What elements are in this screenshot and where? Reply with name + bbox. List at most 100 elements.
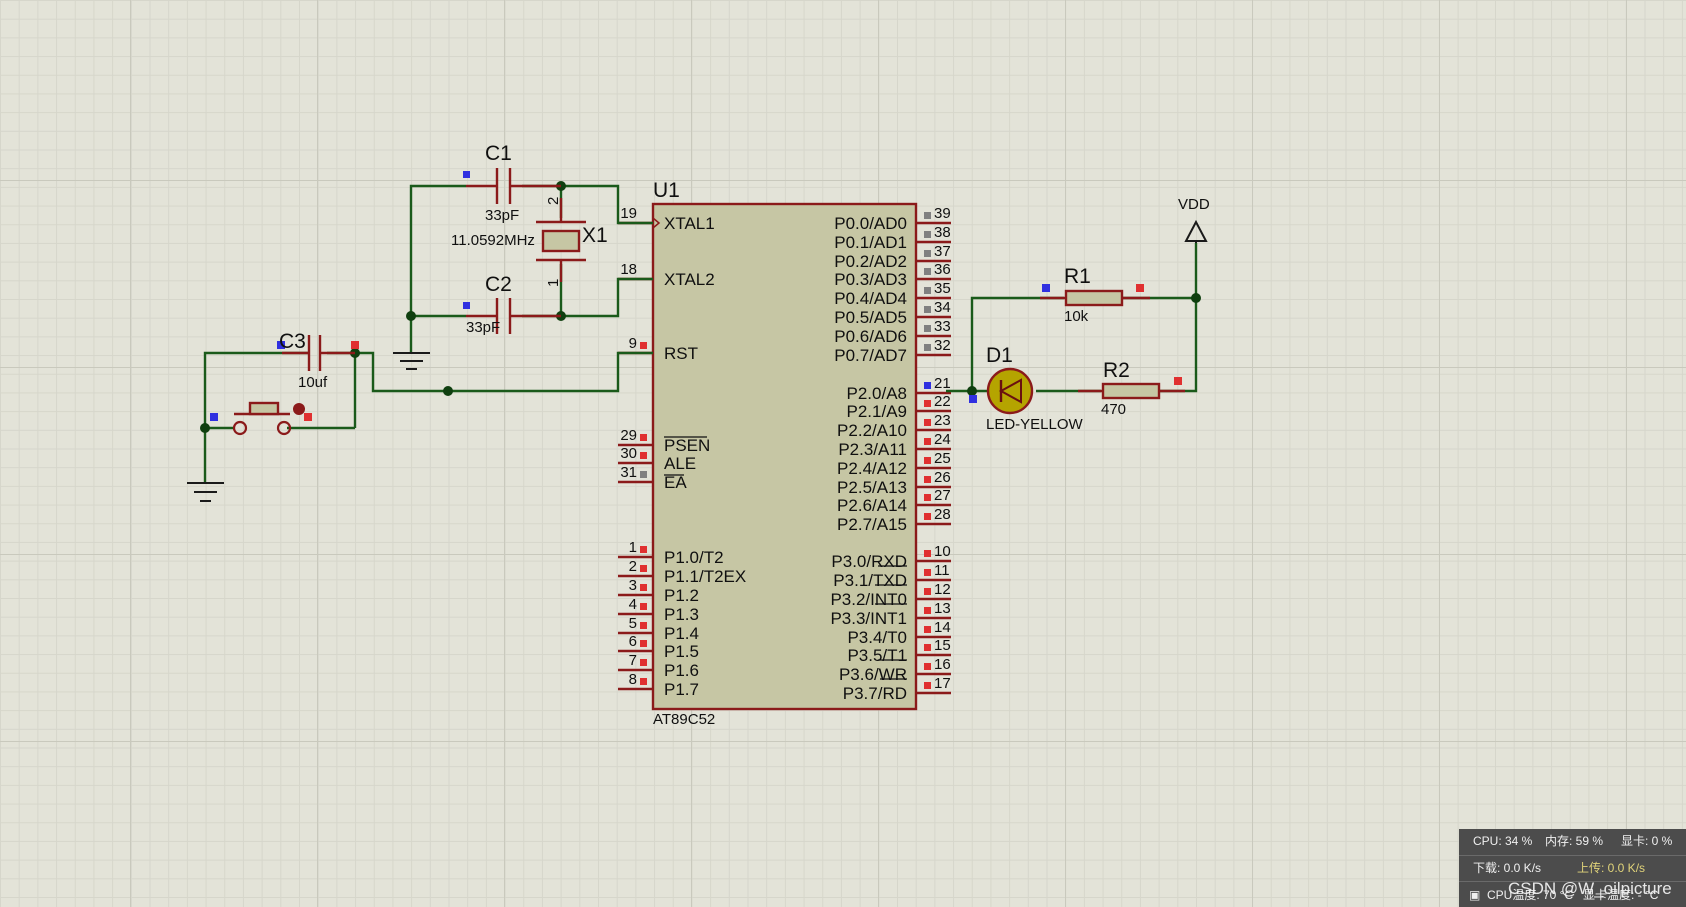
pin-state-marker bbox=[924, 663, 931, 670]
mcu-pin-6[interactable]: 6P1.5 bbox=[618, 633, 699, 661]
pin-name: P2.6/A14 bbox=[837, 496, 907, 515]
c3-value-label: 10uf bbox=[298, 374, 328, 391]
pin-number: 29 bbox=[620, 427, 637, 444]
download-speed: 下载: 0.0 K/s bbox=[1473, 861, 1542, 875]
pin-name: P2.5/A13 bbox=[837, 478, 907, 497]
mcu-ref-label: U1 bbox=[653, 179, 680, 202]
pin-state-marker bbox=[640, 678, 647, 685]
mcu-pin-8[interactable]: 8P1.7 bbox=[618, 671, 699, 699]
mcu-pin-4[interactable]: 4P1.3 bbox=[618, 596, 699, 624]
chip-icon: ▣ bbox=[1469, 888, 1481, 902]
vdd-power-terminal[interactable]: VDD bbox=[1178, 196, 1210, 243]
x1-pin2-label: 2 bbox=[545, 197, 562, 205]
capacitor-c1[interactable]: C1 33pF bbox=[463, 142, 561, 224]
capacitor-c3[interactable]: C3 10uf bbox=[277, 330, 359, 391]
d1-ref-label: D1 bbox=[986, 344, 1013, 367]
wire-r2-vdd[interactable] bbox=[1160, 243, 1198, 393]
mcu-pin-2[interactable]: 2P1.1/T2EX bbox=[618, 558, 746, 586]
pin-number: 9 bbox=[629, 335, 637, 352]
reset-pushbutton[interactable] bbox=[210, 401, 312, 436]
wire-c3-left[interactable] bbox=[203, 351, 308, 430]
pin-number: 11 bbox=[934, 562, 950, 579]
pin-number: 32 bbox=[934, 337, 951, 354]
pin-state-marker bbox=[924, 344, 931, 351]
pin-name: P3.6/WR bbox=[839, 665, 907, 684]
capacitor-c2[interactable]: C2 33pF bbox=[463, 273, 561, 336]
pin-number: 26 bbox=[934, 469, 951, 486]
c2-pin-marker bbox=[463, 302, 470, 309]
pin-state-marker bbox=[924, 250, 931, 257]
cpu-usage: CPU: 34 % bbox=[1473, 834, 1533, 848]
pin-name: P3.3/INT1 bbox=[830, 609, 907, 628]
pin-state-marker bbox=[640, 565, 647, 572]
wires[interactable] bbox=[203, 184, 1198, 483]
mcu-body[interactable] bbox=[651, 202, 918, 711]
pin-state-marker bbox=[640, 342, 647, 349]
r2-value-label: 470 bbox=[1101, 401, 1126, 418]
mcu-u1[interactable]: U1 AT89C52 19XTAL118XTAL29RST29PSEN30ALE… bbox=[618, 179, 951, 728]
c1-pin-marker bbox=[463, 171, 470, 178]
pin-state-marker bbox=[924, 419, 931, 426]
pin-state-marker bbox=[640, 471, 647, 478]
mcu-pin-1[interactable]: 1P1.0/T2 bbox=[618, 539, 724, 567]
pin-number: 12 bbox=[934, 581, 951, 598]
pin-name: P3.2/INT0 bbox=[830, 590, 907, 609]
wire-r1-left[interactable] bbox=[970, 296, 1064, 391]
junctions bbox=[200, 181, 1201, 433]
wire-c3-right[interactable] bbox=[327, 351, 653, 393]
c3-pin-marker-right bbox=[351, 341, 359, 349]
pin-number: 18 bbox=[620, 261, 637, 278]
pin-state-marker bbox=[924, 588, 931, 595]
pin-number: 31 bbox=[620, 464, 637, 481]
pin-state-marker bbox=[924, 644, 931, 651]
pin-number: 3 bbox=[629, 577, 637, 594]
pin-number: 23 bbox=[934, 412, 951, 429]
r1-pin-marker-right bbox=[1136, 284, 1144, 292]
pin-name: P0.4/AD4 bbox=[834, 289, 907, 308]
resistor-r2[interactable]: R2 470 bbox=[1078, 359, 1185, 418]
mcu-pin-7[interactable]: 7P1.6 bbox=[618, 652, 699, 680]
pin-name: P3.4/T0 bbox=[847, 628, 907, 647]
wire-xtal2[interactable] bbox=[522, 277, 653, 318]
led-d1[interactable]: D1 LED-YELLOW bbox=[969, 344, 1084, 433]
c2-ref-label: C2 bbox=[485, 273, 512, 296]
pushbutton-actuator[interactable] bbox=[293, 403, 305, 415]
resistor-r1[interactable]: R1 10k bbox=[1040, 265, 1150, 325]
pin-state-marker bbox=[924, 569, 931, 576]
pin-state-marker bbox=[924, 400, 931, 407]
pin-name: P0.3/AD3 bbox=[834, 270, 907, 289]
c3-ref-label: C3 bbox=[279, 330, 306, 353]
crystal-x1[interactable]: X1 11.0592MHz 2 1 bbox=[451, 197, 608, 287]
pin-name: P0.7/AD7 bbox=[834, 346, 907, 365]
mcu-pin-3[interactable]: 3P1.2 bbox=[618, 577, 699, 605]
pin-state-marker bbox=[640, 434, 647, 441]
pin-state-marker bbox=[640, 659, 647, 666]
d1-value-label: LED-YELLOW bbox=[986, 416, 1084, 433]
mcu-pin-5[interactable]: 5P1.4 bbox=[618, 615, 699, 643]
wire-cap-ground-rail[interactable] bbox=[409, 184, 466, 318]
